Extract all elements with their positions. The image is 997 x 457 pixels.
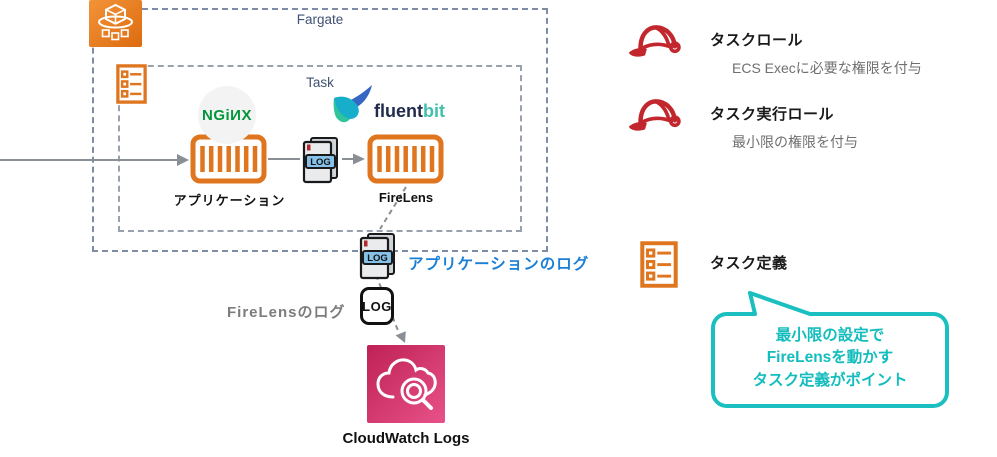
log-file-icon: LOG [302, 137, 338, 184]
log-badge-text: LOG [310, 157, 331, 168]
firelens-log-caption: FireLensのログ [227, 304, 346, 321]
nginx-logo: NGiИX [198, 86, 256, 144]
callout-line-1: 最小限の設定で [775, 327, 885, 344]
fargate-box-label: Fargate [296, 12, 344, 27]
callout-line-2: FireLensを動かす [766, 349, 894, 367]
task-exec-role-title: タスク実行ロール [710, 106, 835, 123]
callout-line-3: タスク定義がポイント [752, 371, 908, 389]
callout-text: 最小限の設定で FireLensを動かす タスク定義がポイント [713, 325, 947, 392]
cloudwatch-arrowhead [395, 331, 406, 343]
task-box-label: Task [306, 75, 334, 90]
task-exec-role-helmet-icon [628, 99, 681, 131]
fluentbit-wordmark: fluentbit [374, 101, 445, 122]
task-definition-icon-large [640, 241, 678, 288]
fluent-text: fluent [374, 101, 423, 121]
task-role-helmet-icon [628, 25, 681, 57]
cloud-magnifier-glyph [376, 358, 437, 410]
task-role-title: タスクロール [710, 32, 804, 49]
app-log-file-icon: LOG [359, 233, 395, 280]
task-group-box [118, 65, 522, 232]
application-log-caption: アプリケーションのログ [408, 256, 590, 273]
cloudwatch-logs-icon [367, 345, 445, 423]
fargate-icon [89, 0, 142, 47]
task-definition-title: タスク定義 [710, 255, 788, 272]
application-label: アプリケーション [173, 193, 286, 208]
nginx-wordmark: NGiИX [202, 106, 252, 124]
firelens-log-icon: LOG [360, 287, 394, 325]
cloudwatch-label: CloudWatch Logs [342, 430, 470, 447]
fluentbit-bird-icon [333, 85, 372, 123]
task-exec-role-desc: 最小限の権限を付与 [732, 134, 858, 150]
firelens-container-icon [367, 134, 444, 184]
task-role-desc: ECS Execに必要な権限を付与 [732, 60, 922, 76]
bit-text: bit [423, 101, 445, 121]
callout-bubble [711, 291, 949, 408]
log-badge-text: LOG [367, 253, 388, 264]
task-definition-icon-small [116, 64, 147, 104]
fargate-group-box [92, 8, 548, 252]
firelens-label: FireLens [378, 190, 434, 205]
